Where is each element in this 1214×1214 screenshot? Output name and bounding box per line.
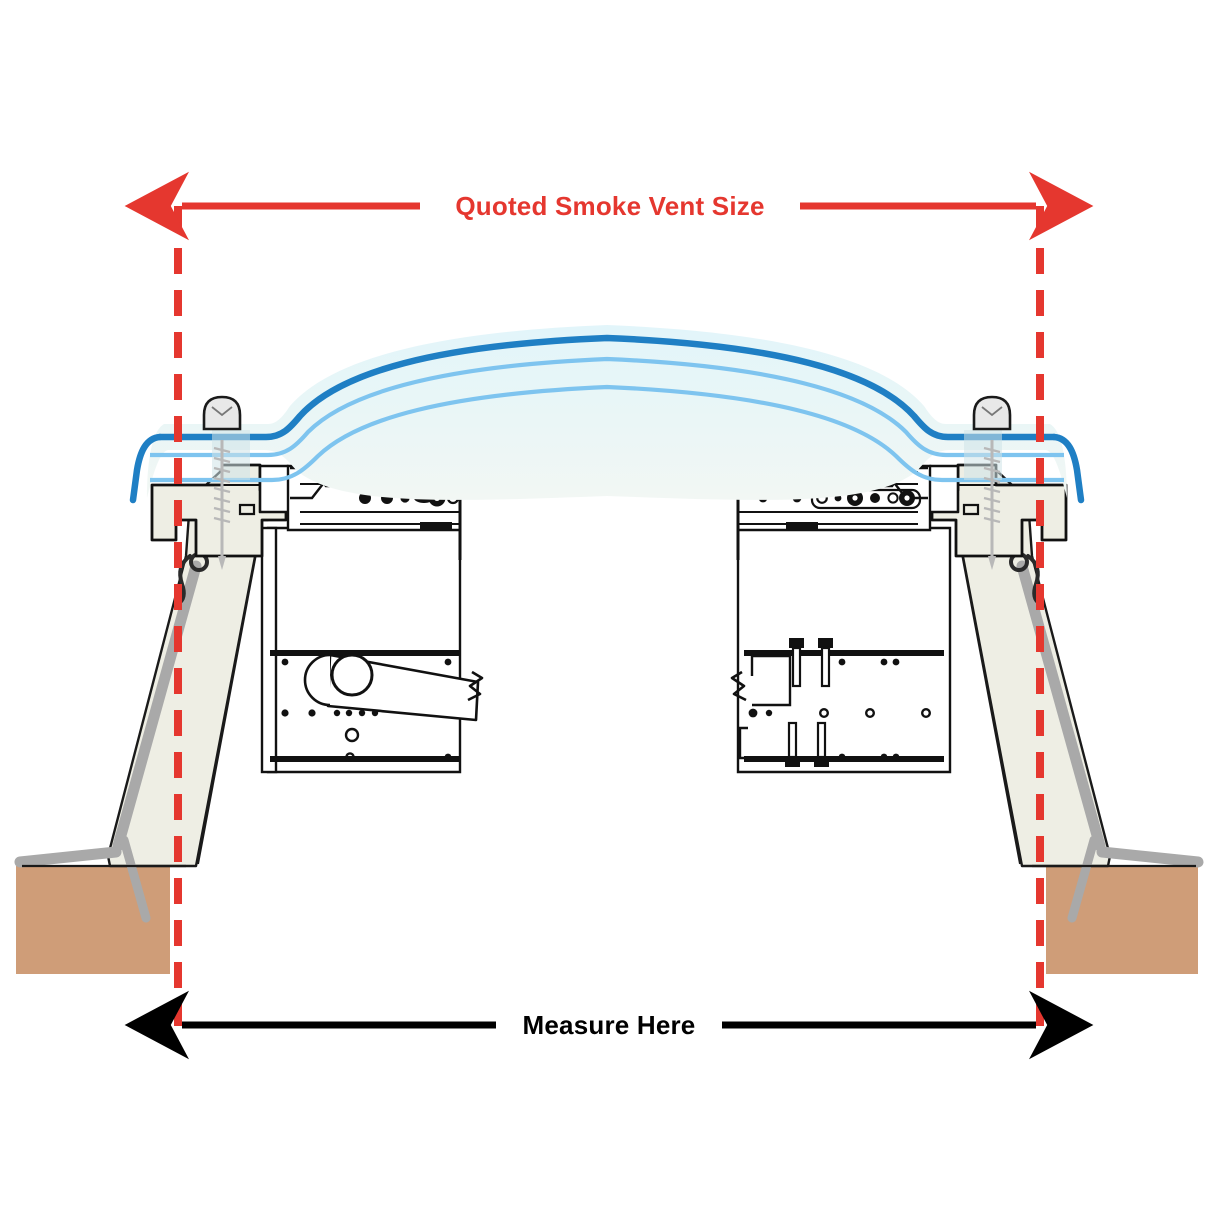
extension-lines xyxy=(174,206,1044,1026)
bottom-dimension: Measure Here xyxy=(124,990,1094,1060)
top-dimension: Quoted Smoke Vent Size xyxy=(124,171,1094,241)
quoted-size-label: Quoted Smoke Vent Size xyxy=(455,191,764,221)
roof-deck-group xyxy=(16,866,1198,974)
fixing-screw-left xyxy=(202,395,250,570)
gas-strut-right xyxy=(1009,552,1204,923)
mechanism-left xyxy=(260,526,484,774)
break-line-left xyxy=(467,670,484,702)
mechanism-right xyxy=(730,526,952,774)
measure-here-label: Measure Here xyxy=(523,1010,696,1040)
break-line-right xyxy=(730,670,747,702)
fixing-screw-right xyxy=(964,395,1012,570)
bolt-plate-right xyxy=(785,638,833,767)
gas-strut-left xyxy=(14,552,209,923)
dome-glazing xyxy=(129,325,1085,504)
